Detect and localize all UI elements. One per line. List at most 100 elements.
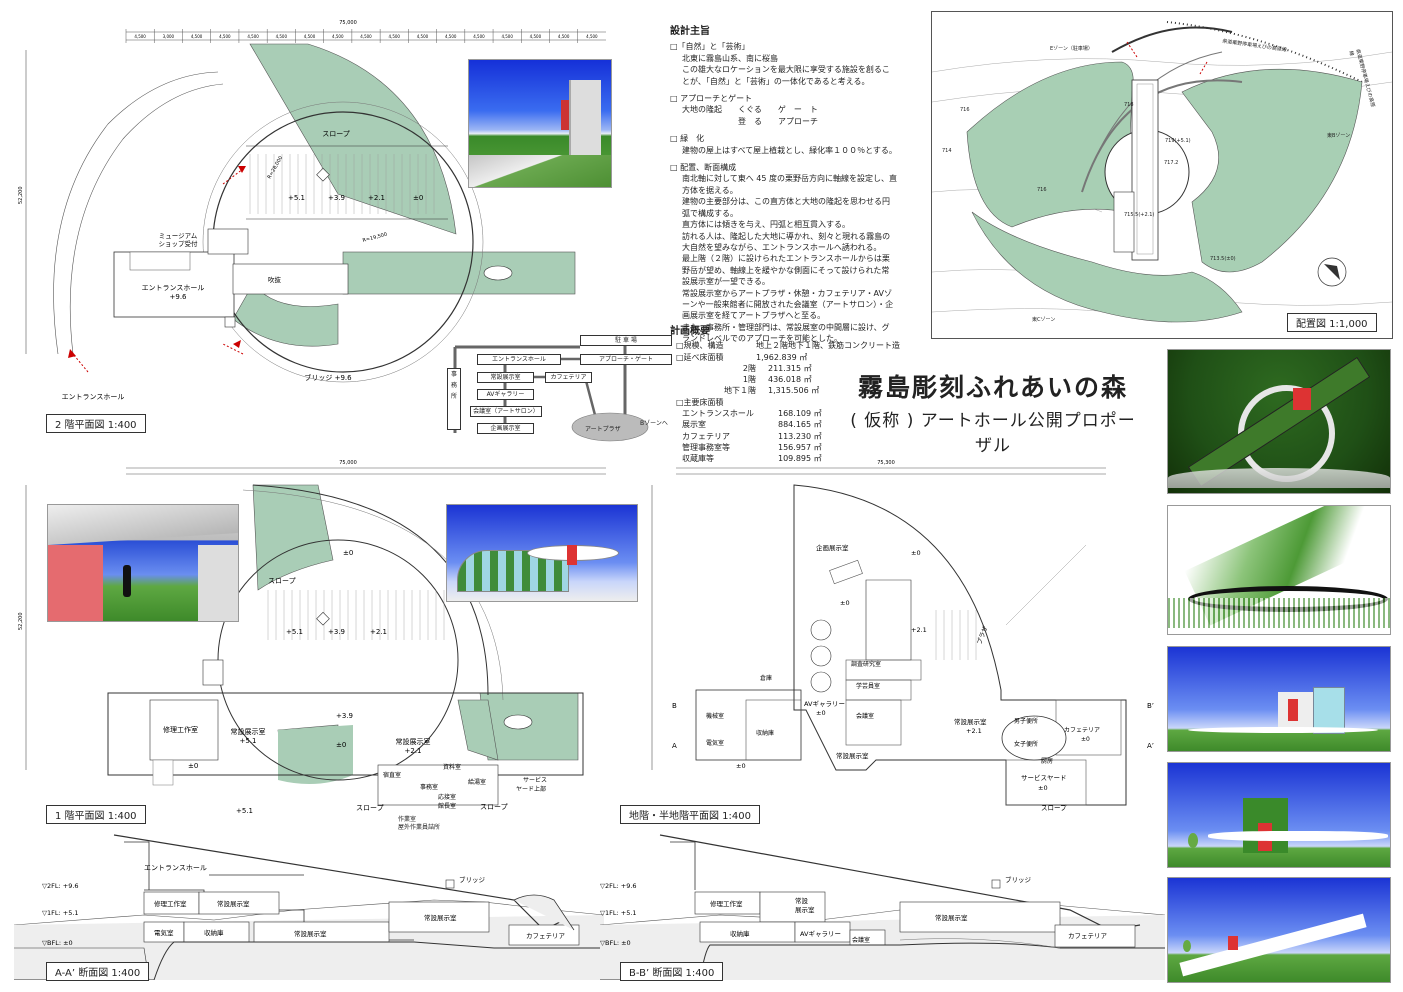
plan-2f-left-dim: 52,200 (18, 187, 24, 205)
plan-2f-dim-label: 4,500 (558, 34, 570, 39)
concept-section: □ 配置、断面構成南北軸に対して東へ 45 度の栗野岳方向に軸線を設定し、直方体… (670, 162, 920, 345)
concept-section-line: ーンや一般来館者に開放された会議室（アートサロン）・企 (682, 299, 894, 309)
render-aerial (1167, 349, 1391, 494)
site-h7155: 715.5(+2.1) (1124, 212, 1155, 218)
summary-floor-row: 1階 436.018 ㎡ (670, 374, 920, 385)
site-h719: 719(+5.1) (1165, 138, 1191, 144)
plan-1f-lv-d: ±0 (343, 549, 353, 557)
summary-room-key: 展示室 (682, 420, 706, 430)
plan-2f-museum: ミュージアム (159, 232, 198, 240)
render-sketch (1167, 505, 1391, 635)
title-main: 霧島彫刻ふれあいの森 (857, 373, 1128, 402)
plan-b1-kitchen: 厨房 (1041, 757, 1053, 765)
summary-floor-key: 1階 (742, 375, 756, 385)
concept-section-line: 大自然を望みながら、エントランスホールへ誘われる。 (682, 242, 882, 252)
concept-section-line: 最上階（２階）に設けられたエントランスホールからは栗 (682, 254, 890, 264)
concept-section-line: 建物の主要部分は、この直方体と大地の隆起を思わせる円 (682, 197, 890, 207)
section-b-av: AVギャラリー (800, 930, 841, 938)
plan-b1-lv-low: ±0 (736, 762, 746, 770)
summary-floor-val: 211.315 ㎡ (768, 363, 812, 373)
flow-cafe: カフェテリア (545, 372, 592, 383)
site-green-east (1181, 68, 1363, 273)
plan-1f-slope2: スロープ (356, 804, 384, 812)
concept-section-head: □ 緑 化 (670, 134, 705, 144)
plan-1f-lv-c: +2.1 (370, 628, 387, 636)
plan-2f-radius2: R=19,500 (362, 232, 388, 244)
summary-main-key: □主要床面積 (676, 397, 724, 407)
plan-2f-fukinuke: 吹抜 (268, 275, 282, 284)
approach-arc-outer (53, 71, 219, 355)
plan-1f-lv-e: +3.9 (336, 712, 353, 720)
plan-b1-perm: 常設展示室 (954, 717, 987, 726)
section-a-perm3: 常設展示室 (294, 929, 327, 938)
section-b-perm2: 常設展示室 (935, 913, 968, 922)
plan-1f-lv-a: +5.1 (286, 628, 303, 636)
render-elevation-1 (1167, 646, 1391, 752)
plan-1f-service: サービス (523, 776, 547, 784)
plan-1f-top-dim: 75,000 (339, 460, 357, 466)
concept-section: □ 緑 化建物の屋上はすべて屋上植栽とし、緑化率１００％とする。 (670, 133, 920, 156)
plan-1f-perm2-lv: +2.1 (405, 747, 422, 755)
plan-b1-storage: 倉庫 (760, 674, 772, 682)
plan-1f-night: 宿直室 (383, 771, 401, 779)
plan-1f-hot: 給湯室 (468, 778, 486, 786)
plan-b1-lv-mid: +2.1 (911, 626, 927, 634)
concept-section-line: 方体を据える。 (682, 185, 738, 195)
plan-1f-drawing: 75,000 52,200 スロープ スロープ スロープ 修理工作室 常設展示室… (18, 460, 606, 815)
summary-structure-val: 地上２階地下１階、鉄筋コンクリート造 (756, 341, 900, 351)
green-roof-crescent (232, 283, 339, 347)
plan-b1-plaza: プラザ (975, 624, 989, 646)
concept-section-head: □「自然」と「芸術」 (670, 42, 750, 52)
plan-2f-dim-label: 4,500 (134, 34, 146, 39)
site-h714: 714 (942, 148, 952, 154)
plan-2f-dim-label: 4,500 (304, 34, 316, 39)
summary-floor-key: 地下１階 (724, 386, 756, 396)
plan-2f-dim-label: 4,500 (332, 34, 344, 39)
section-a-entrance: エントランスホール (144, 864, 207, 872)
red-arrow-2 (222, 343, 244, 355)
plan-2f-dim-label: 4,500 (247, 34, 259, 39)
section-b-caption: B-B’ 断面図 1:400 (620, 962, 724, 981)
section-a-fl2: ▽2FL: +9.6 (42, 882, 79, 890)
plan-b1-a-prime: A’ (1147, 742, 1154, 750)
plan-1f-perm2: 常設展示室 (396, 737, 431, 746)
summary-floor-val: 436.018 ㎡ (768, 375, 812, 385)
plan-b1-service-lv: ±0 (1038, 784, 1048, 792)
plan-2f-radius1: R=28,000 (267, 155, 285, 180)
summary-room-val: 168.109 ㎡ (778, 409, 822, 419)
plan-b1-female: 女子便所 (1014, 740, 1038, 748)
plan-1f-service2: ヤード上部 (516, 785, 546, 793)
section-b-perm1: 常設 (795, 896, 809, 905)
section-a-fl1: ▽1FL: +5.1 (42, 909, 79, 917)
plan-1f-repair: 修理工作室 (163, 725, 198, 734)
concept-section-line: また、事務所・管理部門は、常設展室の中間層に設け、グ (682, 322, 890, 332)
plan-b1-male: 男子便所 (1014, 717, 1038, 725)
plan-b1-av: AVギャラリー (804, 700, 845, 708)
section-b-flb: ▽BFL: ±0 (600, 939, 631, 947)
section-a-bridge: ブリッジ (459, 875, 486, 884)
summary-room-val: 109.895 ㎡ (778, 454, 822, 464)
summary-floor-val: 1,315.506 ㎡ (768, 386, 820, 396)
plan-1f-work: 作業室 (398, 816, 417, 823)
section-b-store: 収納庫 (730, 929, 750, 938)
summary-heading: 計画概要 (670, 326, 710, 337)
section-a-drawing: エントランスホール 修理工作室 常設展示室 常設展示室 常設展示室 電気室 収納… (14, 834, 604, 980)
project-title: 霧島彫刻ふれあいの森 ( 仮称 ) アートホール公開プロポーザル (843, 368, 1143, 456)
concept-section-line: 訪れる人は、隆起した大地に導かれ、刻々と現れる霧島の (682, 231, 891, 241)
red-arrow-1 (222, 168, 244, 185)
design-concept: 設計主旨 □「自然」と「芸術」北東に霧島山系、南に桜島この雄大なロケーションを最… (670, 26, 920, 351)
flow-plaza: アートプラザ (585, 426, 621, 433)
section-b-repair: 修理工作室 (710, 899, 743, 908)
section-a-store: 収納庫 (204, 928, 224, 937)
section-b-bridge: ブリッジ (1005, 875, 1032, 884)
section-b-fl1: ▽1FL: +5.1 (600, 909, 637, 917)
plan-b1-special: 企画展示室 (816, 543, 849, 552)
plan-2f-lv2: +3.9 (328, 194, 345, 202)
concept-section-line: 北東に霧島山系、南に桜島 (682, 53, 778, 63)
plan-2f-shop: ショップ受付 (159, 239, 199, 248)
render-approach (468, 59, 612, 188)
plan-2f-lv3: +2.1 (368, 194, 385, 202)
